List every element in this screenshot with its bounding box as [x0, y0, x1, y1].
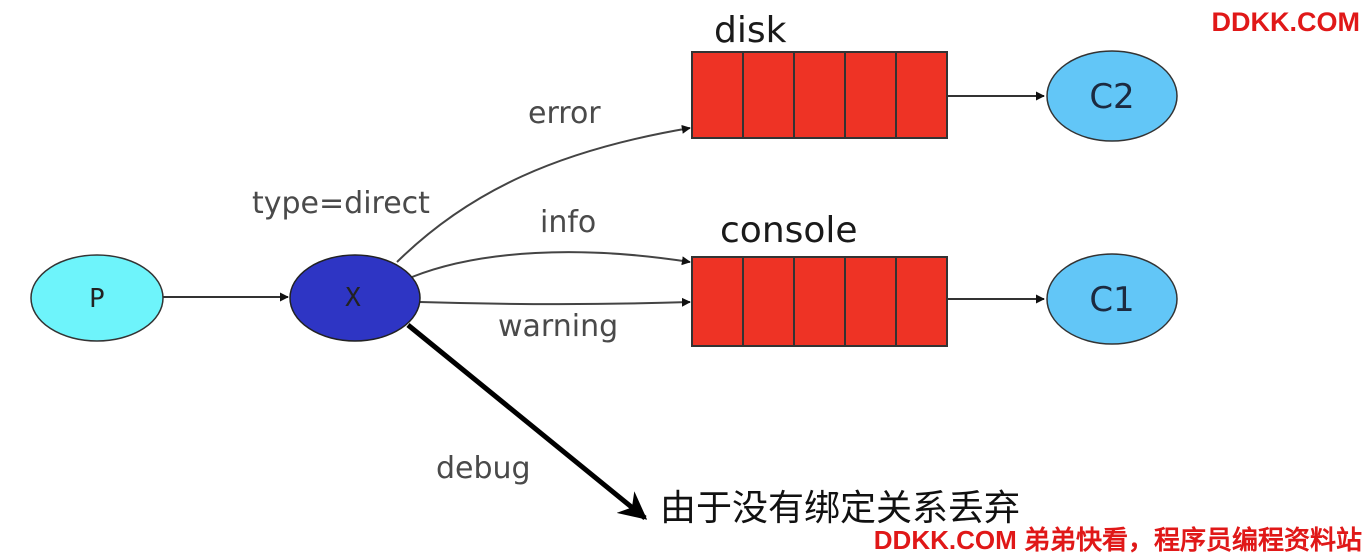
- discard-note: 由于没有绑定关系丢弃: [660, 488, 1020, 529]
- watermark-top: DDKK.COM: [1212, 7, 1361, 37]
- edge-x-to-console-warning: [419, 297, 691, 307]
- queue-disk-body: [691, 51, 948, 139]
- exchange-ellipse: [289, 254, 421, 342]
- queue-disk: disk: [691, 10, 948, 139]
- edge-x-to-disk-error: [396, 124, 691, 263]
- watermark-bottom: DDKK.COM 弟弟快看，程序员编程资料站: [874, 525, 1362, 555]
- consumer-c2: C2: [1046, 50, 1178, 142]
- routing-key-info-label: info: [540, 205, 596, 240]
- consumer-c1: C1: [1046, 253, 1178, 345]
- exchange-type-label: type=direct: [252, 186, 430, 221]
- consumer-c1-ellipse: [1046, 253, 1178, 345]
- exchange-label: X: [345, 283, 361, 313]
- producer-node: P: [30, 254, 164, 342]
- routing-key-error-label: error: [528, 96, 601, 131]
- exchange-node: X: [289, 254, 421, 342]
- producer-label: P: [89, 284, 105, 314]
- producer-ellipse: [30, 254, 164, 342]
- queue-disk-label: disk: [714, 10, 787, 51]
- routing-key-warning-label: warning: [498, 309, 618, 344]
- queue-console: console: [691, 210, 948, 347]
- consumer-c1-label: C1: [1089, 280, 1134, 320]
- queue-console-body: [691, 256, 948, 347]
- consumer-c2-label: C2: [1089, 77, 1134, 117]
- consumer-c2-ellipse: [1046, 50, 1178, 142]
- routing-key-debug-label: debug: [436, 451, 531, 486]
- edge-x-to-console-info: [411, 251, 691, 278]
- queue-console-label: console: [720, 210, 858, 251]
- edge-x-discard-debug: [406, 323, 648, 520]
